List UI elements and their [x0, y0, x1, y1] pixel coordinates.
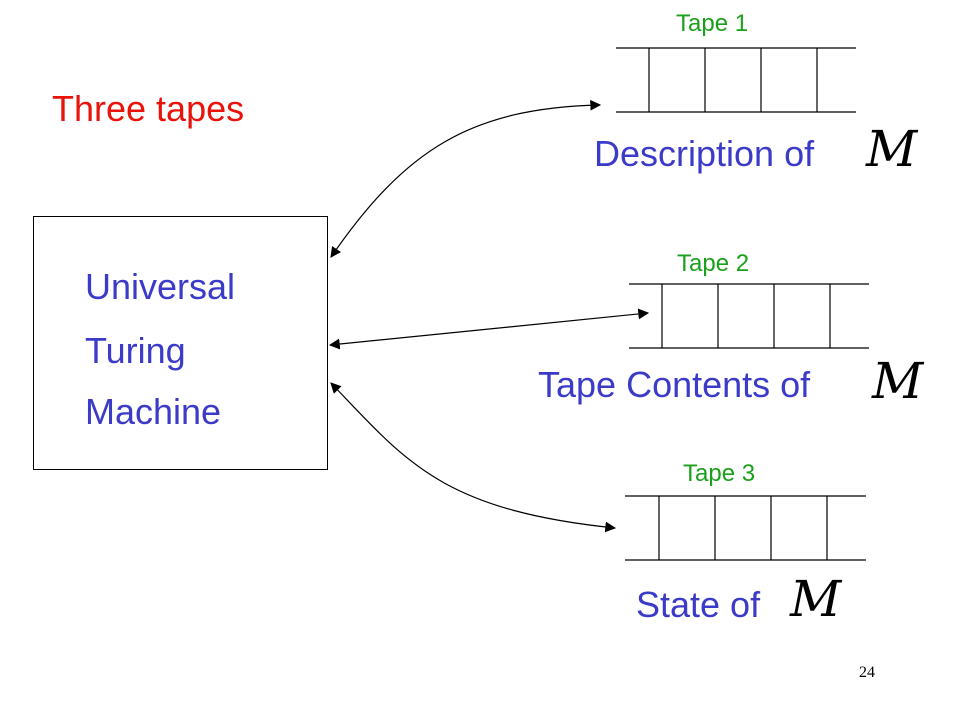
arrow-tape-2	[328, 308, 650, 350]
tape-3-label: Tape 3	[683, 460, 756, 487]
tape-3-math-symbol: M	[790, 570, 842, 628]
tape-2-description: Tape Contents of	[538, 364, 811, 405]
arrow-tape-1	[330, 99, 602, 258]
tape-1-description: Description of	[594, 133, 815, 174]
machine-label-line-1: Universal	[85, 266, 236, 307]
tape-2-cells	[629, 283, 869, 349]
universal-turing-machine-box	[33, 216, 328, 470]
tape-1-label: Tape 1	[676, 10, 749, 37]
slide-title: Three tapes	[52, 88, 245, 129]
tape-2-label: Tape 2	[677, 250, 750, 277]
tape-2-math-symbol: M	[872, 352, 924, 410]
tape-1-math-symbol: M	[866, 120, 918, 178]
page-number: 24	[859, 664, 875, 681]
machine-label-line-3: Machine	[85, 391, 222, 432]
arrow-tape-3	[330, 382, 617, 533]
tape-3-description: State of	[636, 584, 761, 625]
tape-3-cells	[625, 495, 866, 561]
machine-label-line-2: Turing	[85, 330, 186, 371]
tape-1-cells	[616, 47, 856, 113]
